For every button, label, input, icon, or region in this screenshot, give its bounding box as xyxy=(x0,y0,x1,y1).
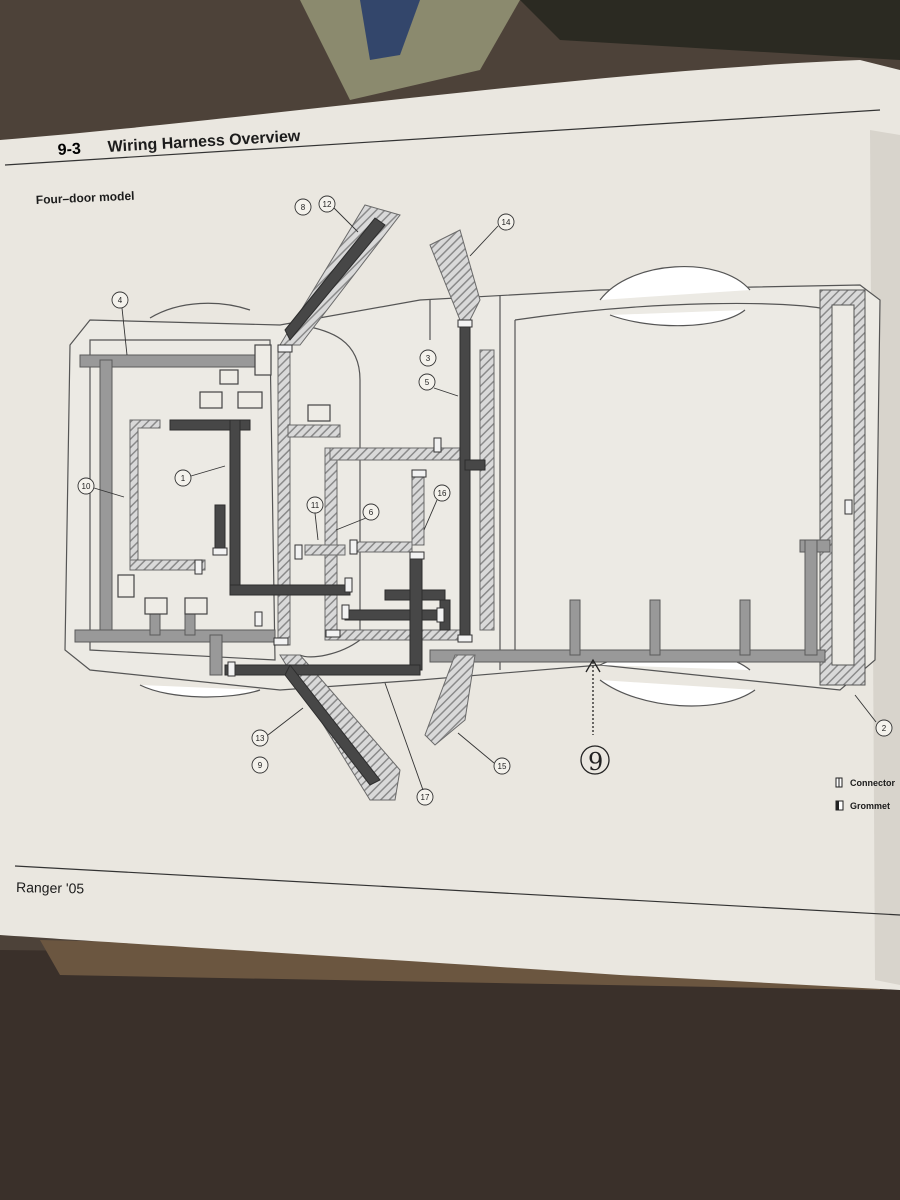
legend-grommet-label: Grommet xyxy=(850,801,890,811)
callout-11: 11 xyxy=(311,501,320,510)
harness-main-gray xyxy=(74,354,831,676)
callout-6: 6 xyxy=(369,508,374,517)
callout-12: 12 xyxy=(323,200,332,209)
section-number: 9-3 xyxy=(57,141,81,159)
callout-3: 3 xyxy=(426,354,431,363)
page-subtitle: Four–door model xyxy=(36,189,135,207)
handwritten-number: 9 xyxy=(588,748,603,776)
legend: Connector Grommet xyxy=(835,777,895,811)
grommet-icon xyxy=(835,800,844,811)
callout-4: 4 xyxy=(118,296,123,305)
callout-leaders xyxy=(93,207,877,791)
callout-16: 16 xyxy=(438,489,447,498)
callout-5: 5 xyxy=(425,378,430,387)
callout-2: 2 xyxy=(882,724,887,733)
callout-8: 8 xyxy=(301,203,306,212)
connectors xyxy=(194,319,853,677)
legend-connector-label: Connector xyxy=(850,778,895,788)
callout-14: 14 xyxy=(502,218,511,227)
callout-15: 15 xyxy=(498,762,507,771)
footer-text: Ranger '05 xyxy=(16,879,85,896)
handwritten-annotation: 9 xyxy=(580,658,610,776)
module-boxes xyxy=(117,344,331,615)
callout-10: 10 xyxy=(82,482,91,491)
callout-17: 17 xyxy=(421,793,430,802)
callout-9: 9 xyxy=(258,761,263,770)
callout-1: 1 xyxy=(181,474,186,483)
callout-13: 13 xyxy=(256,734,265,743)
connector-icon xyxy=(835,777,843,788)
